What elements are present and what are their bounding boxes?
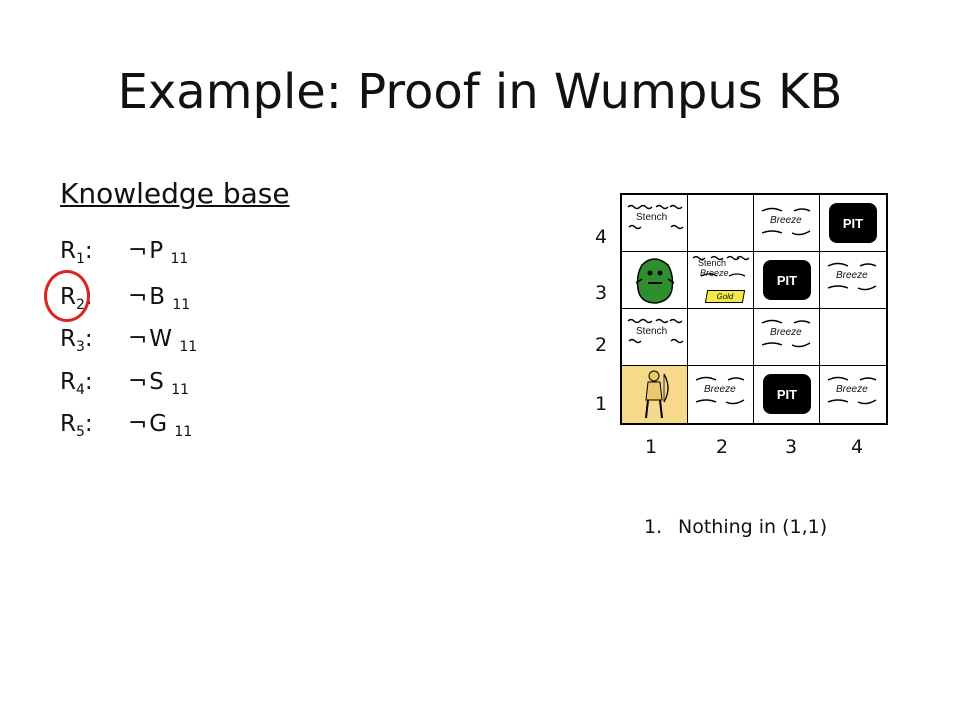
col-label-1: 1 — [645, 436, 658, 458]
cell-2-2 — [688, 309, 754, 366]
stench-icon — [692, 255, 750, 277]
rule-label: R1: — [60, 238, 93, 267]
cell-2-1: Breeze — [688, 366, 754, 423]
stench-icon — [627, 318, 684, 344]
rule-formula: ¬G 11 — [128, 411, 193, 440]
breeze-text: Breeze — [700, 268, 729, 278]
breeze-icon — [761, 207, 811, 236]
rule-formula: ¬S 11 — [128, 369, 190, 398]
wumpus-icon — [635, 258, 675, 304]
stench-icon — [627, 204, 684, 230]
cell-4-3: Breeze — [820, 252, 886, 309]
cell-3-2: Breeze — [754, 309, 820, 366]
slide-title: Example: Proof in Wumpus KB — [117, 64, 843, 120]
rule-formula: ¬P 11 — [128, 238, 189, 267]
step-text: Nothing in (1,1) — [678, 516, 828, 538]
cell-4-2 — [820, 309, 886, 366]
cell-1-3 — [622, 252, 688, 309]
cell-1-1 — [622, 366, 688, 423]
breeze-icon — [827, 376, 877, 405]
breeze-icon — [761, 319, 811, 348]
breeze-text: Breeze — [770, 215, 802, 226]
step-note: 1. Nothing in (1,1) — [644, 514, 827, 540]
rule-formula: ¬B 11 — [128, 284, 191, 313]
highlight-circle — [44, 270, 90, 322]
cell-1-4: Stench — [622, 195, 688, 252]
agent-icon — [645, 370, 669, 419]
cell-2-4 — [688, 195, 754, 252]
pit: PIT — [829, 203, 877, 243]
cell-3-1: PIT — [754, 366, 820, 423]
rule-label: R3: — [60, 326, 93, 355]
col-label-2: 2 — [716, 436, 729, 458]
breeze-icon — [827, 262, 877, 291]
cell-4-4: PIT — [820, 195, 886, 252]
breeze-text: Breeze — [836, 270, 868, 281]
rule-label: R4: — [60, 369, 93, 398]
breeze-text: Breeze — [836, 384, 868, 395]
stench-text: Stench — [636, 326, 668, 337]
kb-heading: Knowledge base — [60, 177, 290, 210]
row-label-4: 4 — [595, 226, 608, 248]
stench-text: Stench — [698, 258, 727, 268]
rule-label: R5: — [60, 411, 93, 440]
cell-3-3: PIT — [754, 252, 820, 309]
breeze-text: Breeze — [704, 384, 736, 395]
col-label-3: 3 — [785, 436, 798, 458]
step-number: 1. — [644, 516, 663, 538]
cell-3-4: Breeze — [754, 195, 820, 252]
row-label-2: 2 — [595, 334, 608, 356]
pit: PIT — [763, 374, 811, 414]
cell-1-2: Stench — [622, 309, 688, 366]
cell-4-1: Breeze — [820, 366, 886, 423]
rule-formula: ¬W 11 — [128, 326, 198, 355]
gold-bar: Gold — [704, 290, 746, 303]
cell-2-3: Stench Breeze Gold — [688, 252, 754, 309]
breeze-text: Breeze — [770, 327, 802, 338]
row-label-3: 3 — [595, 282, 608, 304]
pit: PIT — [763, 260, 811, 300]
wumpus-board: Stench Breeze PIT Stench Breeze Gold PIT — [620, 193, 888, 425]
col-label-4: 4 — [851, 436, 864, 458]
breeze-icon — [695, 376, 745, 405]
row-label-1: 1 — [595, 393, 608, 415]
stench-text: Stench — [636, 212, 668, 223]
